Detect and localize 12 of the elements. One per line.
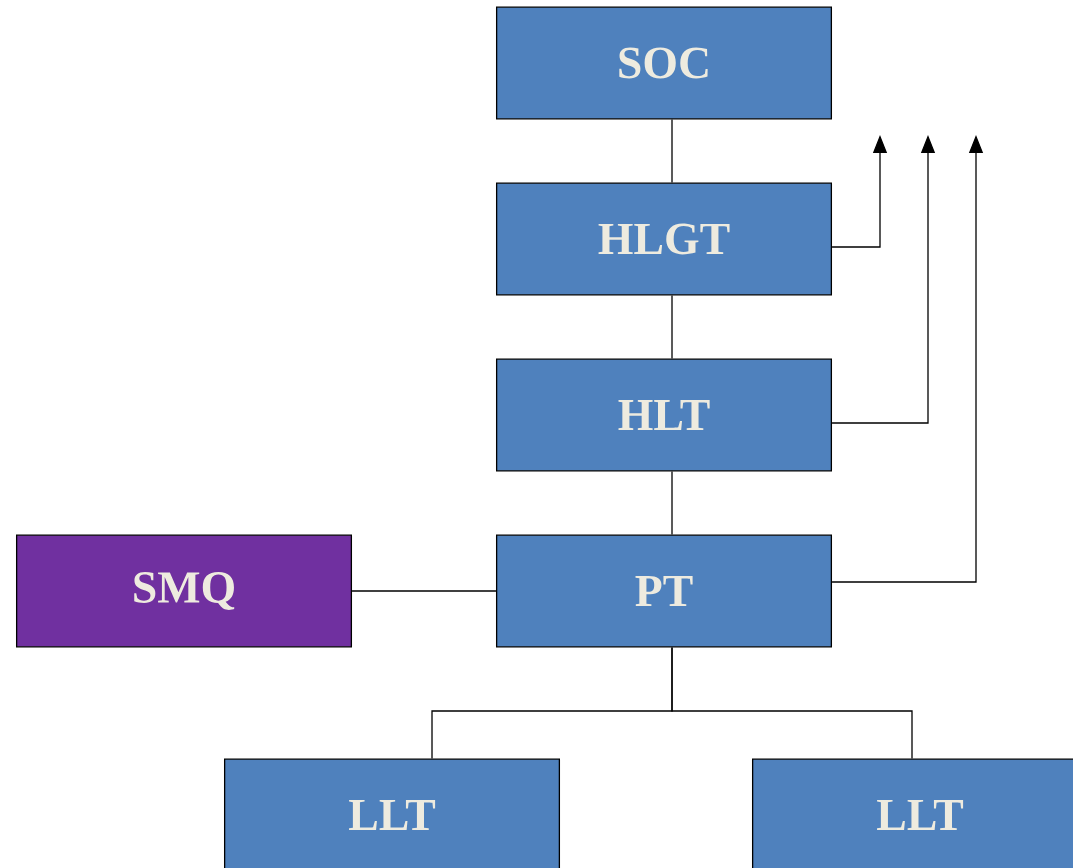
- term-box: HLT: [496, 358, 833, 472]
- term-box: SOC: [496, 6, 833, 120]
- term-box: HLGT: [496, 182, 833, 296]
- connector-line: [671, 646, 913, 760]
- connector-line: [671, 118, 673, 184]
- term-box: LLT: [752, 758, 1073, 868]
- connector-line: [671, 294, 673, 360]
- term-box: SMQ: [15, 534, 353, 648]
- term-box: PT: [496, 534, 833, 648]
- connector-line: [351, 590, 497, 592]
- connector-line: [671, 470, 673, 536]
- term-box: LLT: [224, 758, 561, 868]
